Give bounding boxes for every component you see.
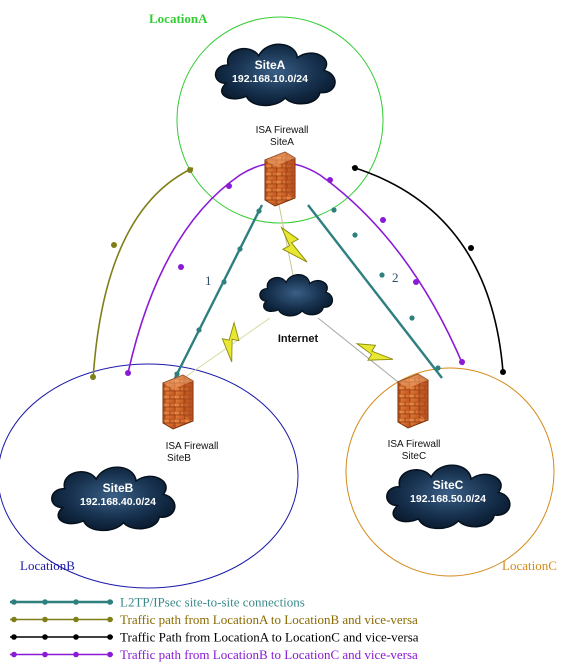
path-b-c-dot [125,370,131,376]
site-c-subnet: 192.168.50.0/24 [410,493,486,505]
legend-dot [73,599,79,605]
legend-dot [107,634,113,640]
firewall-a-site: SiteA [270,137,294,148]
internet-link-b [177,317,271,383]
path-a-b-dot [90,374,96,380]
tunnel-1-dot [196,327,202,333]
legend: L2TP/IPsec site-to-site connectionsTraff… [10,595,419,662]
firewall-c-icon [397,373,429,429]
legend-dot [42,599,48,605]
firewall-b-site: SiteB [167,453,191,464]
firewall-c-site: SiteC [402,451,426,462]
legend-label: Traffic path from LocationA to LocationB… [120,612,418,627]
legend-dot [107,651,113,658]
path-b-c-dot [380,217,386,223]
tunnel-2-dot [409,315,415,321]
legend-dot [42,634,48,640]
legend-item: Traffic Path from LocationA to LocationC… [10,630,419,645]
path-a-c-dot [352,165,358,171]
path-b-c-dot [226,183,232,189]
legend-dot [73,651,79,658]
path-a-c-dot [500,369,506,375]
location-a-circle [176,16,384,224]
traffic-path-a-b [92,167,194,381]
tunnel-2-number: 2 [392,270,399,285]
legend-item: Traffic path from LocationB to LocationC… [10,647,418,662]
legend-dot [73,616,79,623]
location-b-circle [0,363,299,589]
site-c-name: SiteC [433,478,464,492]
legend-label: L2TP/IPsec site-to-site connections [120,595,305,610]
path-a-b-dot [187,167,193,173]
site-b-subnet: 192.168.40.0/24 [80,496,156,508]
tunnel-1-dot [221,279,227,285]
location-b-label: LocationB [20,558,75,573]
path-b-c-dot [459,359,465,365]
legend-dot [11,616,17,623]
legend-item: L2TP/IPsec site-to-site connections [10,595,305,610]
internet-label: Internet [278,333,319,345]
location-a-label: LocationA [149,11,208,26]
lightning-icon [278,223,308,267]
tunnel-1-dot [237,246,243,252]
legend-dot [42,651,48,658]
tunnel-2-dot [379,272,385,278]
tunnel-1-dot [256,208,262,214]
firewall-b-icon [162,374,194,430]
path-a-c-dot [468,245,474,251]
tunnel-2-dot [331,207,337,213]
tunnel-1-dot [174,371,180,377]
legend-dot [11,634,17,640]
firewall-b-label: ISA Firewall [166,441,219,452]
legend-dot [11,599,17,605]
location-c-circle [345,367,555,577]
firewall-a-label: ISA Firewall [256,125,309,136]
site-a-name: SiteA [255,58,286,72]
internet-cloud-icon [259,273,334,317]
site-b-name: SiteB [103,481,134,495]
legend-dot [107,616,113,623]
legend-dot [73,634,79,640]
firewall-c-label: ISA Firewall [388,439,441,450]
path-b-c-dot [327,177,333,183]
path-b-c-dot [178,264,184,270]
path-a-b-dot [111,242,117,248]
firewall-a-icon [264,151,296,207]
legend-dot [11,651,17,658]
traffic-path-a-c [351,166,504,373]
tunnel-2-dot [435,365,441,371]
tunnel-2-dot [352,232,358,238]
legend-item: Traffic path from LocationA to LocationB… [10,612,418,627]
l2tp-tunnel-1 [173,204,264,379]
legend-dot [42,616,48,623]
location-c-label: LocationC [502,558,557,573]
lightning-icon [214,321,250,363]
legend-label: Traffic Path from LocationA to LocationC… [120,630,419,645]
l2tp-tunnel-2 [307,204,443,379]
path-b-c-dot [413,279,419,285]
tunnel-1-number: 1 [205,273,212,288]
internet-link-c [317,317,409,391]
site-a-subnet: 192.168.10.0/24 [232,73,308,85]
legend-dot [107,599,113,605]
legend-label: Traffic path from LocationB to LocationC… [120,647,418,662]
